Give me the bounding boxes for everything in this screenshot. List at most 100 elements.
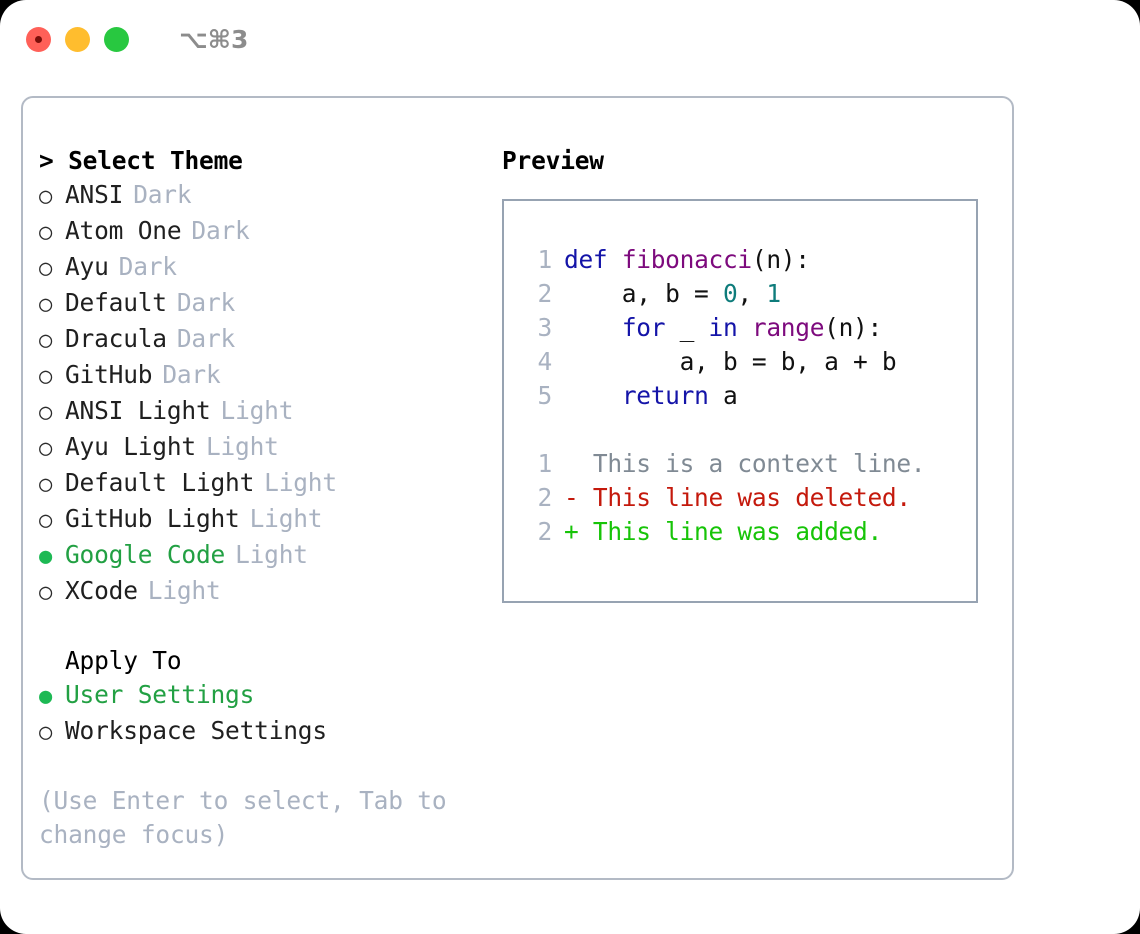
theme-variant-tag: Dark (191, 216, 250, 245)
radio-unselected-icon: ○ (39, 220, 53, 245)
diff-text: This is a context line. (592, 449, 926, 478)
code-line: 5 return a (522, 379, 976, 413)
theme-option-dracula[interactable]: ○ Dracula Dark (39, 322, 494, 358)
theme-option-label: XCode (65, 576, 138, 605)
code-token-kw: def (564, 245, 622, 274)
theme-option-label: GitHub Light (65, 504, 240, 533)
theme-option-label: GitHub (65, 360, 153, 389)
theme-option-atom-one[interactable]: ○ Atom One Dark (39, 214, 494, 250)
diff-text: This line was deleted. (592, 483, 911, 512)
theme-option-label: Default (65, 288, 167, 317)
code-line: 1 def fibonacci(n): (522, 243, 976, 277)
diff-marker (564, 447, 593, 481)
code-token-plain (564, 381, 622, 410)
code-token-plain (564, 313, 622, 342)
code-text: a, b = b, a + b (564, 345, 897, 379)
code-text: return a (564, 379, 738, 413)
page-title: > Select Theme (39, 146, 243, 175)
theme-variant-tag: Dark (133, 180, 192, 209)
line-number: 1 (537, 245, 553, 274)
code-token-plain: _ (665, 313, 709, 342)
code-token-plain: (n): (824, 313, 882, 342)
radio-unselected-icon: ○ (39, 508, 53, 533)
apply-to-option-label: User Settings (65, 680, 255, 709)
code-text: def fibonacci(n): (564, 243, 810, 277)
theme-option-label: Default Light (65, 468, 255, 497)
radio-unselected-icon: ○ (39, 328, 53, 353)
theme-option-ansi[interactable]: ○ ANSI Dark (39, 178, 494, 214)
theme-variant-tag: Dark (176, 288, 236, 317)
theme-variant-tag: Dark (118, 252, 177, 281)
code-token-plain: a, b = b, a + b (564, 347, 897, 376)
line-number: 2 (537, 279, 553, 308)
apply-to-list: ● User Settings ○Workspace Settings (39, 678, 494, 750)
line-number: 4 (537, 347, 553, 376)
theme-option-default[interactable]: ○ Default Dark (39, 286, 494, 322)
code-text: for _ in range(n): (564, 311, 882, 345)
diff-line-add: 2 + This line was added. (522, 515, 976, 549)
radio-unselected-icon: ○ (39, 400, 53, 425)
diff-marker: + (564, 517, 593, 546)
code-token-kw: return (621, 381, 709, 410)
radio-unselected-icon: ○ (39, 292, 53, 317)
code-line: 2 a, b = 0, 1 (522, 277, 976, 311)
theme-option-github-light[interactable]: ○ GitHub Light Light (39, 502, 494, 538)
code-line: 4 a, b = b, a + b (522, 345, 976, 379)
code-token-plain: , (737, 279, 767, 308)
code-line: 3 for _ in range(n): (522, 311, 976, 345)
preview-title: Preview (502, 146, 604, 175)
line-number: 1 (537, 449, 553, 478)
code-text: a, b = 0, 1 (564, 277, 781, 311)
theme-variant-tag: Light (249, 504, 323, 533)
radio-unselected-icon: ○ (39, 436, 53, 461)
radio-unselected-icon: ○ (39, 256, 53, 281)
keyboard-shortcut-label: ⌥⌘3 (179, 24, 249, 54)
diff-text: This line was added. (592, 517, 882, 546)
theme-option-label: ANSI (65, 180, 124, 209)
apply-to-title: Apply To (65, 646, 182, 675)
line-number: 5 (537, 381, 553, 410)
theme-option-label: Google Code (65, 540, 226, 569)
theme-option-label: Dracula (65, 324, 167, 353)
theme-variant-tag: Light (205, 432, 279, 461)
theme-variant-tag: Light (264, 468, 337, 497)
code-token-plain: a (708, 381, 738, 410)
code-token-plain: (n): (751, 245, 810, 274)
traffic-light-buttons (26, 26, 129, 52)
radio-selected-icon: ● (39, 684, 53, 709)
code-token-fn: fibonacci (621, 245, 752, 274)
theme-variant-tag: Dark (176, 324, 236, 353)
code-token-num: 1 (766, 279, 781, 308)
code-token-kw: for (621, 313, 666, 342)
spacer (522, 413, 976, 447)
radio-unselected-icon: ○ (39, 364, 53, 389)
minimize-button-icon[interactable] (65, 26, 90, 52)
line-number: 2 (537, 483, 553, 512)
titlebar: ⌥⌘3 (0, 0, 1140, 78)
line-number: 2 (537, 517, 553, 546)
theme-option-label: ANSI Light (65, 396, 211, 425)
code-token-plain: a, b = (564, 279, 723, 308)
apply-to-option-user-settings[interactable]: ● User Settings (39, 678, 494, 714)
radio-unselected-icon: ○ (39, 184, 53, 209)
apply-to-option-workspace-settings[interactable]: ○Workspace Settings (39, 714, 494, 750)
line-number: 3 (537, 313, 553, 342)
apply-to-option-label: Workspace Settings (65, 716, 327, 745)
close-button-icon[interactable] (26, 26, 51, 52)
maximize-button-icon[interactable] (104, 26, 129, 52)
theme-option-label: Atom One (65, 216, 182, 245)
